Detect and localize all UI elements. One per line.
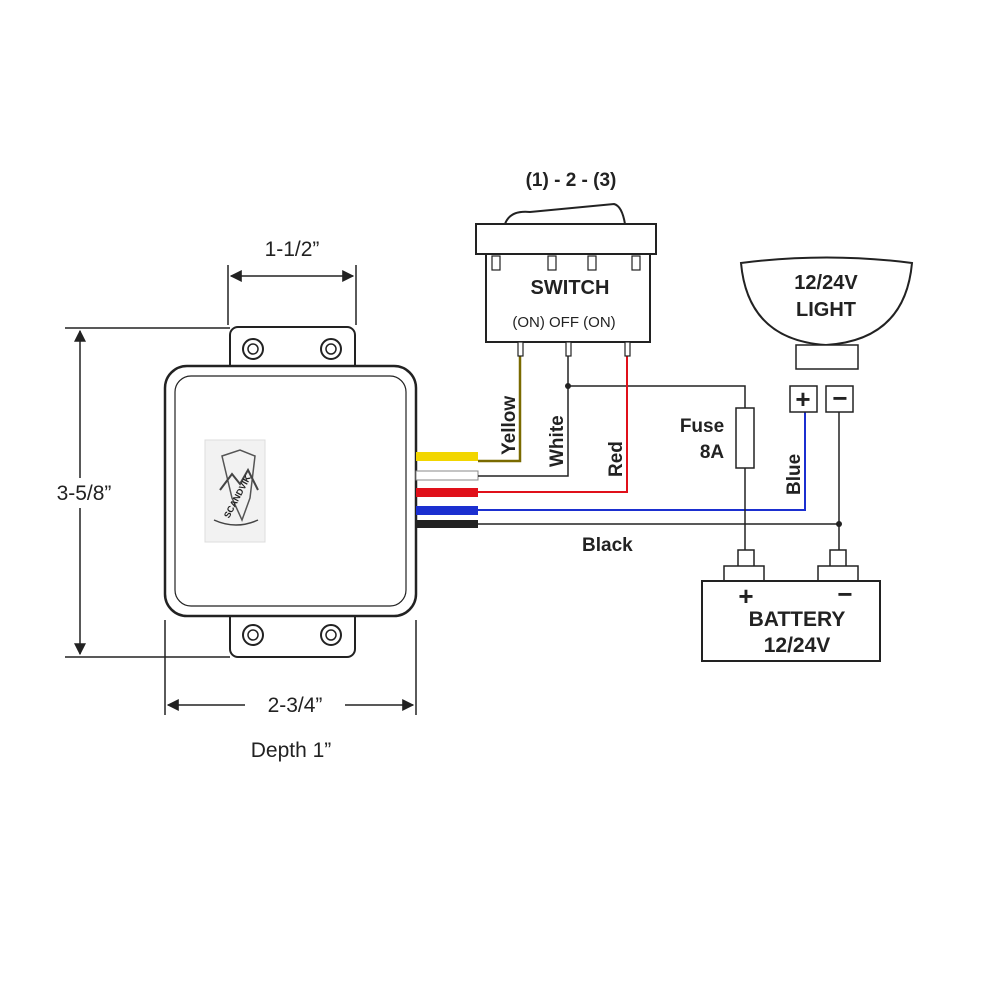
wire-blue: Blue	[478, 410, 806, 511]
fuse: Fuse 8A	[680, 407, 755, 469]
wire-red: Red	[478, 350, 628, 493]
wire-black-label: Black	[582, 535, 633, 556]
switch-modes: (ON) OFF (ON)	[512, 314, 615, 331]
switch-title: SWITCH	[531, 277, 610, 299]
light-plus-terminal: +	[795, 384, 810, 414]
dimension-bottom-width: 2-3/4” Depth 1”	[164, 620, 417, 762]
depth-label: Depth 1”	[251, 739, 332, 762]
switch-positions: (1) - 2 - (3)	[526, 170, 617, 191]
wire-black: Black	[478, 521, 842, 556]
battery-title: BATTERY	[749, 608, 846, 631]
rocker-switch: (1) - 2 - (3) SWITCH (ON) OFF (ON)	[475, 170, 657, 357]
connector-red	[416, 488, 478, 497]
connector-white	[415, 470, 479, 481]
dimension-height: 3-5/8”	[30, 327, 230, 658]
light-title: LIGHT	[796, 299, 856, 321]
wire-blue-label: Blue	[784, 454, 805, 495]
scandvik-logo: SCANDVIK	[204, 439, 266, 543]
work-light: 12/24V LIGHT + −	[739, 256, 914, 414]
connector-blue	[416, 506, 478, 515]
battery-voltage: 12/24V	[764, 634, 831, 657]
control-module: SCANDVIK	[163, 326, 479, 658]
battery-minus-terminal: −	[837, 579, 852, 609]
dimension-top-width-label: 1-1/2”	[265, 238, 320, 261]
dimension-bottom-width-label: 2-3/4”	[268, 694, 323, 717]
connector-black	[416, 520, 478, 528]
wire-white-label: White	[547, 415, 568, 467]
dimension-height-label: 3-5/8”	[57, 482, 112, 505]
battery-plus-terminal: +	[738, 581, 753, 611]
wire-yellow: Yellow	[478, 350, 522, 463]
battery: + − BATTERY 12/24V	[701, 549, 881, 662]
dimension-top-width: 1-1/2”	[227, 238, 357, 325]
wire-yellow-label: Yellow	[499, 396, 520, 455]
light-minus-terminal: −	[832, 383, 847, 413]
connector-yellow	[416, 452, 478, 461]
fuse-label: Fuse	[680, 416, 724, 437]
light-voltage: 12/24V	[794, 272, 858, 294]
fuse-rating: 8A	[700, 442, 725, 463]
wire-red-label: Red	[606, 441, 627, 477]
